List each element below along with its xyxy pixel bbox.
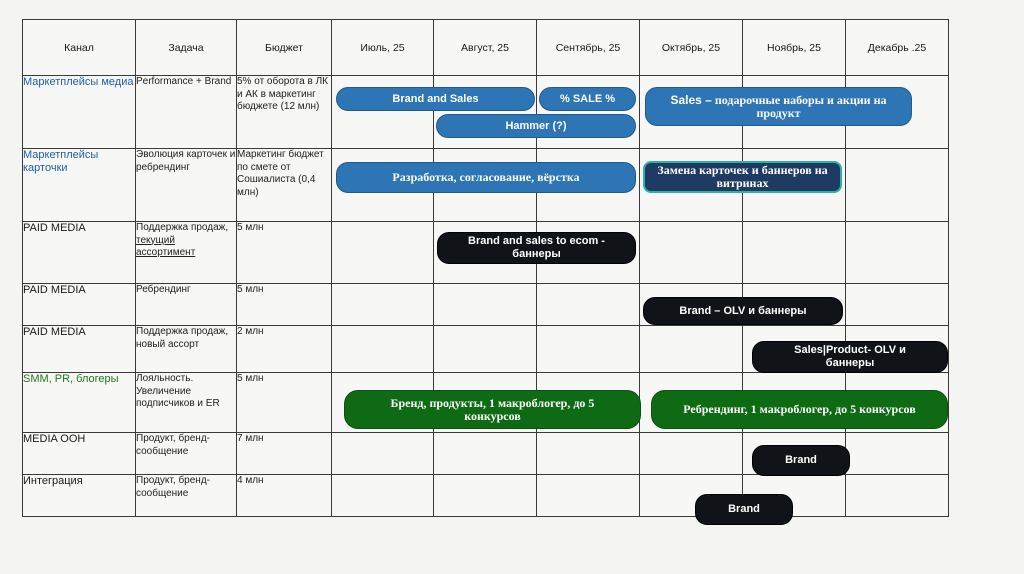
channel-cell: Маркетплейсы медиа — [22, 75, 136, 149]
task-cell: Лояльность. Увеличение подписчиков и ER — [135, 372, 237, 433]
month-cell — [331, 432, 434, 475]
month-cell — [433, 432, 537, 475]
bar-brand-products-macroblogger: Бренд, продукты, 1 макроблогер, до 5 кон… — [344, 390, 641, 429]
task-cell: Эволюция карточек и ребрендинг — [135, 148, 237, 222]
bar-sale-percent: % SALE % — [539, 87, 636, 111]
task-cell: Performance + Brand — [135, 75, 237, 149]
month-cell — [639, 325, 743, 373]
bar-label-rest: OLV и баннеры — [720, 304, 807, 317]
col-header-november: Ноябрь, 25 — [742, 19, 846, 76]
bar-brand-olv: Brand – OLV и баннеры — [643, 297, 843, 325]
month-cell — [433, 283, 537, 326]
month-cell — [639, 432, 743, 475]
col-header-august: Август, 25 — [433, 19, 537, 76]
budget-cell: 4 млн — [236, 474, 332, 517]
col-header-december: Декабрь .25 — [845, 19, 949, 76]
bar-label: Разработка, согласование, вёрстка — [392, 170, 580, 184]
bar-brand-sales-ecom: Brand and sales to ecom - баннеры — [437, 232, 636, 264]
task-cell: Продукт, бренд-сообщение — [135, 432, 237, 475]
bar-label: Ребрендинг, 1 макроблогер, до 5 конкурсо… — [683, 402, 916, 416]
bar-label-bold: Brand – — [679, 304, 721, 317]
month-cell — [536, 432, 640, 475]
bar-sales-product-olv: Sales|Product- OLV и баннеры — [752, 341, 948, 373]
budget-cell: 5 млн — [236, 283, 332, 326]
bar-sales-gift-sets: Sales – подарочные наборы и акции на про… — [645, 87, 912, 126]
budget-cell: Маркетинг бюджет по смете от Сошиалиста … — [236, 148, 332, 222]
col-header-october: Октябрь, 25 — [639, 19, 743, 76]
bar-brand-integration: Brand — [695, 494, 793, 525]
month-cell — [845, 432, 949, 475]
month-cell — [536, 325, 640, 373]
bar-label: % SALE % — [559, 92, 615, 105]
channel-cell: SMM, PR, блогеры — [22, 372, 136, 433]
month-cell — [845, 474, 949, 517]
month-cell — [433, 325, 537, 373]
month-cell — [639, 221, 743, 284]
month-cell — [331, 283, 434, 326]
month-cell — [845, 221, 949, 284]
task-cell: Поддержка продаж,текущий ассортимент — [135, 221, 237, 284]
month-cell — [331, 221, 434, 284]
month-cell — [433, 474, 537, 517]
budget-cell: 5 млн — [236, 221, 332, 284]
bar-brand-ooh: Brand — [752, 445, 850, 476]
budget-cell: 5% от оборота в ЛК и АК в маркетинг бюдж… — [236, 75, 332, 149]
col-header-budget: Бюджет — [236, 19, 332, 76]
month-cell — [536, 474, 640, 517]
task-cell: Продукт, бренд-сообщение — [135, 474, 237, 517]
month-cell — [742, 221, 846, 284]
task-cell: Ребрендинг — [135, 283, 237, 326]
header-row: Канал Задача Бюджет Июль, 25 Август, 25 … — [22, 19, 949, 76]
month-cell — [331, 474, 434, 517]
month-cell — [845, 283, 949, 326]
bar-development: Разработка, согласование, вёрстка — [336, 162, 636, 193]
month-cell — [536, 283, 640, 326]
col-header-september: Сентябрь, 25 — [536, 19, 640, 76]
channel-cell: PAID MEDIA — [22, 221, 136, 284]
channel-cell: Интеграция — [22, 474, 136, 517]
bar-label: Brand — [728, 503, 760, 515]
col-header-july: Июль, 25 — [331, 19, 434, 76]
budget-cell: 7 млн — [236, 432, 332, 475]
bar-label: Sales – подарочные наборы и акции на про… — [662, 92, 895, 120]
table-row: MEDIA OOH Продукт, бренд-сообщение 7 млн — [22, 432, 949, 475]
task-text: Поддержка продаж, — [136, 222, 229, 234]
bar-label: Brand – OLV и баннеры — [679, 305, 806, 318]
bar-label: Sales|Product- OLV и баннеры — [794, 344, 906, 369]
table-row: PAID MEDIA Поддержка продаж, новый ассор… — [22, 325, 949, 373]
table-row: Интеграция Продукт, бренд-сообщение 4 мл… — [22, 474, 949, 517]
bar-hammer: Hammer (?) — [436, 114, 636, 138]
month-cell — [845, 148, 949, 222]
bar-rebranding-macroblogger: Ребрендинг, 1 макроблогер, до 5 конкурсо… — [651, 390, 948, 429]
bar-brand-and-sales: Brand and Sales — [336, 87, 535, 111]
channel-cell: PAID MEDIA — [22, 325, 136, 373]
bar-label-rest: подарочные наборы и акции на продукт — [711, 92, 887, 120]
col-header-task: Задача — [135, 19, 237, 76]
bar-label: Hammer (?) — [505, 119, 567, 132]
bar-label: Бренд, продукты, 1 макроблогер, до 5 кон… — [390, 395, 595, 423]
bar-label: Brand and Sales — [392, 92, 479, 105]
budget-cell: 2 млн — [236, 325, 332, 373]
bar-label-bold: Sales – — [670, 92, 712, 107]
budget-cell: 5 млн — [236, 372, 332, 433]
bar-card-replacement: Замена карточек и баннеров на витринах — [643, 161, 842, 193]
col-header-channel: Канал — [22, 19, 136, 76]
channel-cell: PAID MEDIA — [22, 283, 136, 326]
bar-label: Brand — [785, 454, 817, 466]
month-cell — [331, 325, 434, 373]
bar-label: Замена карточек и баннеров на витринах — [657, 163, 828, 190]
bar-label: Brand and sales to ecom - баннеры — [468, 235, 605, 260]
channel-cell: MEDIA OOH — [22, 432, 136, 475]
task-text-underlined: текущий ассортимент — [136, 234, 196, 259]
task-cell: Поддержка продаж, новый ассорт — [135, 325, 237, 373]
channel-cell: Маркетплейсы карточки — [22, 148, 136, 222]
